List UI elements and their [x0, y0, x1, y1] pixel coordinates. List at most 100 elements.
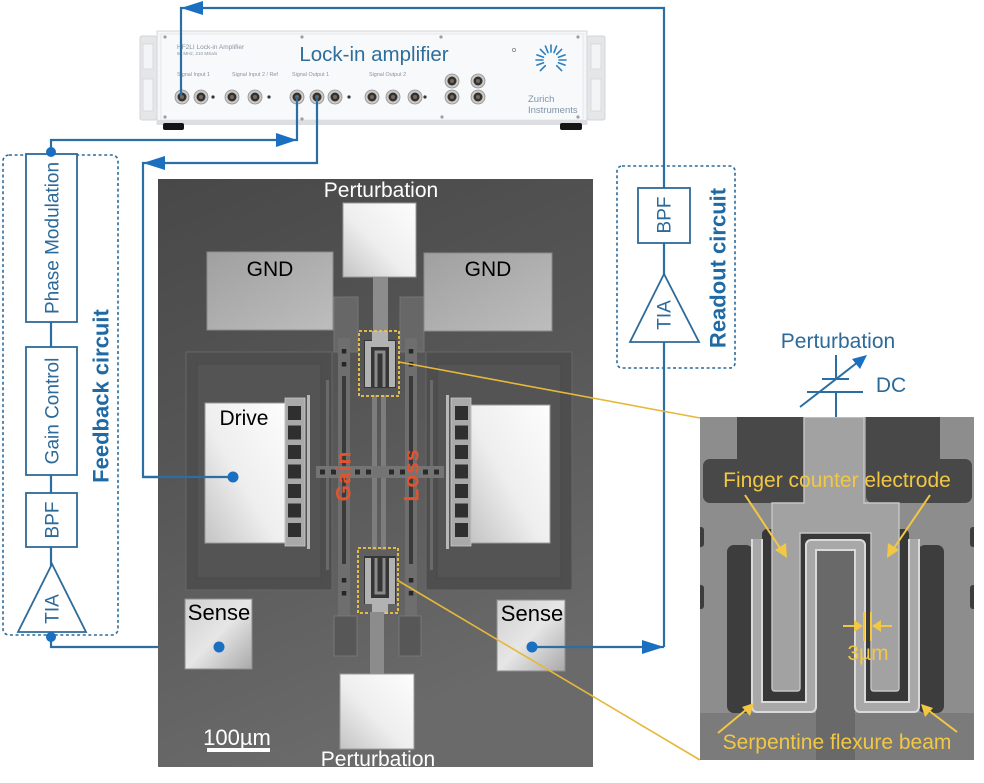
status-led: [267, 95, 271, 99]
arrowhead-left-icon: [143, 156, 165, 170]
release-hole: [389, 469, 394, 475]
gain-control-label: Gain Control: [43, 358, 64, 465]
bnc-connector-signal-input-2: [224, 89, 240, 105]
loss-resonator-label: Loss: [400, 448, 423, 501]
foot-left: [163, 123, 184, 130]
foot-right: [560, 123, 582, 130]
edge-notch: [700, 527, 704, 547]
bpf-label: BPF: [655, 197, 676, 234]
release-hole: [408, 578, 414, 583]
feedback-circuit: Phase Modulation Gain Control BPF TIA Fe…: [2, 153, 119, 636]
arrowhead-right-icon: [854, 620, 863, 632]
panel-section-label: Signal Input 1: [177, 72, 210, 78]
power-indicator: [512, 48, 517, 53]
finger-electrode-top: [365, 331, 395, 387]
inner-substrate: [816, 551, 855, 760]
brand-name: Zurich: [528, 94, 554, 105]
release-hole: [331, 469, 336, 475]
sparkle-logo-icon: [535, 44, 567, 72]
pointer-arrow: [891, 494, 931, 552]
bpf-label: BPF: [43, 502, 64, 539]
sense-label-right: Sense: [501, 601, 563, 626]
screw: [163, 115, 167, 119]
device-sem-image: Perturbation GND GND Drive Sense Sense G…: [158, 179, 593, 767]
gnd-label-left: GND: [247, 258, 294, 281]
side-electrode-left: [333, 615, 358, 657]
sense-wiring: [46, 147, 664, 654]
perturbation-stem-bottom: [370, 612, 384, 674]
sense-pad-left: [184, 598, 253, 670]
scale-bar: [207, 748, 270, 752]
arrowhead-icon: [742, 703, 754, 716]
arrowhead-right-icon: [642, 640, 664, 654]
release-hole: [434, 469, 439, 475]
perturbation-source-label: Perturbation: [781, 330, 895, 353]
release-hole: [408, 591, 414, 596]
status-led: [423, 95, 427, 99]
bnc-connector-signal-output-2-out: [385, 89, 401, 105]
bpf-block: [25, 492, 78, 548]
perturbation-label-top: Perturbation: [324, 179, 438, 202]
gnd-pad-right: [423, 252, 553, 332]
release-hole: [341, 591, 347, 596]
screw: [439, 35, 443, 39]
side-electrode-right: [398, 615, 422, 657]
panel-section-label: Signal Output 2: [369, 72, 406, 78]
brand-name: Instruments: [528, 105, 578, 116]
instrument-spec: 50 MHz, 210 MSa/s: [177, 51, 218, 56]
tia-label: TIA: [655, 300, 676, 330]
perturbation-pad-top: [342, 202, 417, 278]
bpf-block: [637, 187, 691, 244]
screw: [440, 115, 444, 119]
drive-pad-left: [204, 402, 286, 544]
zoom-connector-line-top: [398, 361, 701, 419]
status-led: [347, 95, 351, 99]
arrowhead-diagonal-icon: [852, 355, 867, 369]
gain-resonator-label: Gain: [332, 451, 355, 502]
rack-ear-slot: [590, 43, 602, 70]
bnc-connector-aux: [444, 89, 460, 105]
finger-electrode-label: Finger counter electrode: [723, 469, 951, 492]
release-hole: [341, 349, 347, 354]
outer-channel-left: [727, 545, 753, 713]
arrowhead-icon: [887, 543, 899, 558]
gap-dimension-label: 3µm: [847, 642, 888, 665]
lock-in-amplifier: HF2LI Lock-in Amplifier 50 MHz, 210 MSa/…: [139, 30, 606, 130]
tia-label: TIA: [43, 594, 64, 624]
readout-circuit: BPF TIA Readout circuit: [616, 165, 736, 369]
arrowhead-icon: [775, 543, 787, 558]
perturbation-pad-bottom: [339, 673, 415, 750]
bnc-connector-signal-output-2-sync: [407, 89, 423, 105]
release-hole: [366, 469, 371, 475]
outer-channel-right: [918, 545, 944, 713]
drive-pad-right: [470, 404, 551, 544]
junction-dot: [46, 147, 56, 157]
pointer-arrow: [744, 494, 783, 552]
sense-label-left: Sense: [188, 600, 250, 625]
screw: [300, 117, 304, 121]
edge-notch: [970, 527, 974, 547]
release-hole: [341, 362, 347, 367]
anchor-cavity-right: [866, 459, 972, 503]
serpentine-beam-label: Serpentine flexure beam: [723, 731, 952, 754]
release-hole: [408, 349, 414, 354]
wire-feedback-to-lockin-add: [49, 97, 299, 152]
front-panel-inset: [160, 33, 584, 121]
feedback-circuit-title: Feedback circuit: [89, 309, 114, 483]
finger-counter-electrode: [771, 417, 900, 692]
drive-contact-dot: [227, 471, 239, 483]
drive-label: Drive: [219, 407, 268, 430]
dc-label: DC: [876, 374, 906, 397]
cross-beam: [316, 466, 444, 478]
scale-bar-label: 100µm: [203, 725, 271, 750]
serpentine-flexure-beam: [753, 539, 918, 711]
tia-amplifier-icon: [628, 272, 701, 343]
readout-circuit-title: Readout circuit: [706, 187, 731, 348]
serpentine-beam-top: [374, 350, 386, 387]
bnc-connector-signal-output-1-sync: [327, 89, 343, 105]
phase-modulation-label: Phase Modulation: [43, 162, 64, 314]
gain-control-block: [25, 346, 78, 476]
release-hole: [341, 578, 347, 583]
arrowhead-left-icon: [872, 620, 881, 632]
